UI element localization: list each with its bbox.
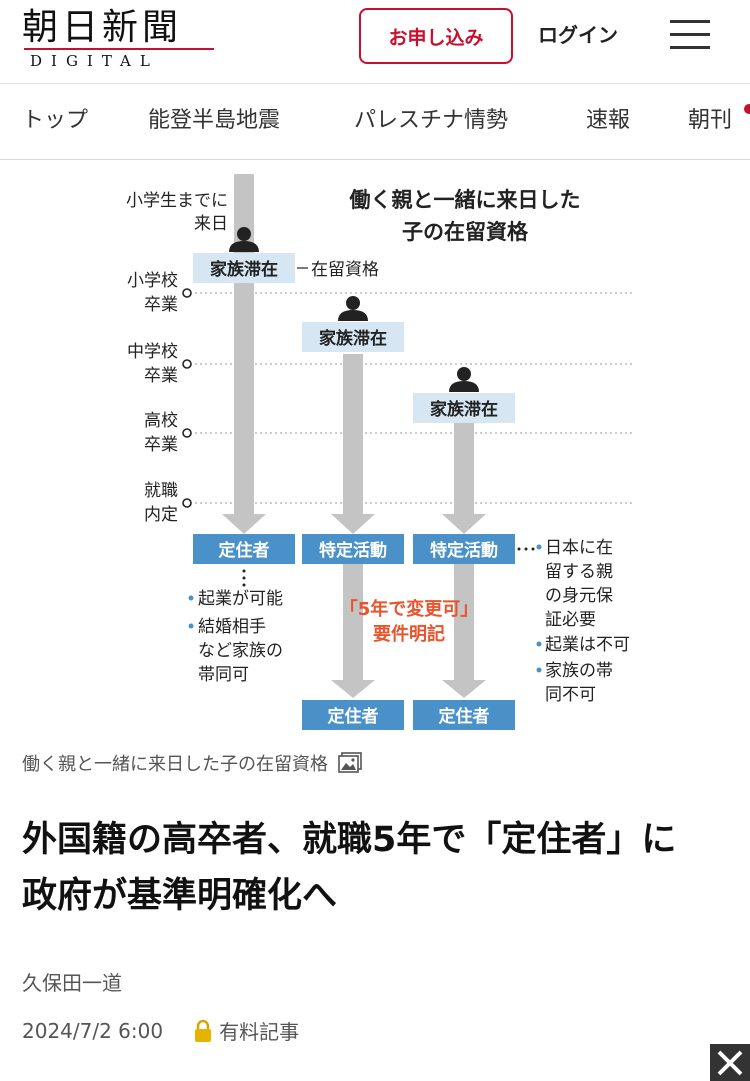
nav-item-breaking[interactable]: 速報	[586, 108, 631, 133]
arrow-column-2-top	[331, 354, 375, 534]
vertical-dot-leader	[242, 569, 246, 587]
bullet-dot	[188, 623, 194, 629]
status-type-label: 在留資格	[311, 260, 379, 280]
logo-underline	[24, 48, 214, 50]
result-box-resident	[413, 700, 515, 730]
col3-note-line1: 日本に在	[545, 538, 613, 558]
stage-high-school-line2: 卒業	[144, 435, 178, 455]
residence-status-infographic[interactable]: 働く親と一緒に来日した 子の在留資格 小学生までに 来日 小学校 卒業 中学校 …	[0, 160, 750, 745]
change-note-line2: 要件明記	[373, 623, 445, 645]
lock-icon	[195, 1019, 212, 1042]
stage-marker-junior-high	[182, 359, 192, 369]
publish-date: 2024/7/2 6:00	[22, 1018, 164, 1043]
nav-item-top[interactable]: トップ	[22, 108, 89, 133]
stage-high-school-line1: 高校	[144, 411, 178, 431]
result-box-resident	[302, 700, 404, 730]
figure-caption: 働く親と一緒に来日した子の在留資格	[22, 754, 328, 775]
col3-note-line2: 留する親	[545, 562, 613, 582]
family-stay-label-bg	[413, 393, 515, 423]
stage-job-offer-line2: 内定	[144, 505, 178, 525]
col1-note-family: など家族の	[198, 641, 283, 661]
family-stay-label-bg	[302, 322, 404, 352]
nav-item-noto-earthquake[interactable]: 能登半島地震	[148, 108, 281, 133]
figure-caption-row: 働く親と一緒に来日した子の在留資格	[22, 748, 362, 778]
article-meta: 2024/7/2 6:00 有料記事	[22, 1016, 299, 1045]
close-icon	[717, 1050, 743, 1076]
nav-item-morning-edition[interactable]: 朝刊	[688, 108, 733, 133]
login-link[interactable]: ログイン	[538, 23, 618, 47]
stage-marker-elementary	[182, 288, 192, 298]
arrow-column-3-top	[442, 423, 486, 534]
article-author[interactable]: 久保田一道	[22, 971, 122, 995]
family-stay-label: 家族滞在	[430, 399, 498, 420]
stage-arrival-line1: 小学生までに	[126, 191, 228, 211]
logo-main-text: 朝日新聞	[22, 7, 183, 48]
arrow-column-2-bottom	[331, 564, 375, 698]
result-specific-label: 特定活動	[319, 540, 387, 561]
result-resident-label: 定住者	[328, 706, 379, 727]
col1-note-spouse: 結婚相手	[198, 617, 266, 637]
col3-note-family-line2: 同不可	[545, 685, 596, 705]
person-icon	[338, 296, 368, 321]
bullet-dot	[188, 595, 194, 601]
result-specific-label: 特定活動	[430, 540, 498, 561]
stage-job-offer-line1: 就職	[144, 481, 178, 501]
family-stay-label-bg	[193, 253, 295, 283]
person-icon	[449, 367, 479, 392]
subscribe-button[interactable]: お申し込み	[359, 8, 513, 64]
result-box-specific	[413, 534, 515, 564]
col1-note-accompany: 帯同可	[198, 665, 249, 685]
bullet-dot	[536, 667, 542, 673]
family-stay-label: 家族滞在	[210, 259, 278, 280]
bullet-dot	[536, 544, 542, 550]
arrow-column-3-bottom	[442, 564, 486, 698]
col1-note-startup: 起業が可能	[198, 589, 283, 609]
stage-elementary-line1: 小学校	[127, 271, 178, 291]
image-gallery-icon[interactable]	[338, 752, 362, 774]
col3-note-line4: 証必要	[545, 610, 596, 630]
stage-junior-high-line2: 卒業	[144, 366, 178, 386]
result-resident-label: 定住者	[439, 706, 490, 727]
infographic-svg: 働く親と一緒に来日した 子の在留資格 小学生までに 来日 小学校 卒業 中学校 …	[126, 174, 635, 730]
result-box-specific	[302, 534, 404, 564]
figure-title-line2: 子の在留資格	[402, 220, 529, 244]
close-button[interactable]	[710, 1044, 750, 1081]
family-stay-label: 家族滞在	[319, 328, 387, 349]
col3-note-no-startup: 起業は不可	[545, 635, 630, 655]
bullet-dot	[536, 641, 542, 647]
result-box-resident	[193, 534, 295, 564]
stage-arrival-line2: 来日	[194, 214, 228, 234]
figure-title-line1: 働く親と一緒に来日した	[349, 188, 581, 212]
asahi-digital-logo[interactable]: 朝日新聞 DIGITAL	[22, 6, 222, 72]
logo-sub-text: DIGITAL	[30, 52, 159, 70]
new-badge-dot	[744, 104, 750, 114]
change-note-line1: 「5年で変更可」	[340, 598, 479, 620]
stage-junior-high-line1: 中学校	[127, 342, 178, 362]
stage-marker-job-offer	[182, 498, 192, 508]
stage-elementary-line2: 卒業	[144, 295, 178, 315]
article-headline: 外国籍の高卒者、就職5年で「定住者」に 政府が基準明確化へ	[22, 820, 712, 916]
category-nav: トップ 能登半島地震 パレスチナ情勢 速報 朝刊	[0, 84, 750, 160]
stage-marker-high-school	[182, 428, 192, 438]
col3-note-family-line1: 家族の帯	[545, 661, 613, 681]
result-resident-label: 定住者	[219, 540, 270, 561]
paid-article-badge: 有料記事	[219, 1020, 300, 1044]
hamburger-menu-icon[interactable]	[670, 18, 710, 52]
person-icon	[229, 227, 259, 252]
nav-item-palestine[interactable]: パレスチナ情勢	[354, 108, 509, 133]
horizontal-dot-leader	[517, 547, 535, 551]
col3-note-line3: の身元保	[545, 586, 613, 606]
site-header: 朝日新聞 DIGITAL お申し込み ログイン	[0, 0, 750, 84]
